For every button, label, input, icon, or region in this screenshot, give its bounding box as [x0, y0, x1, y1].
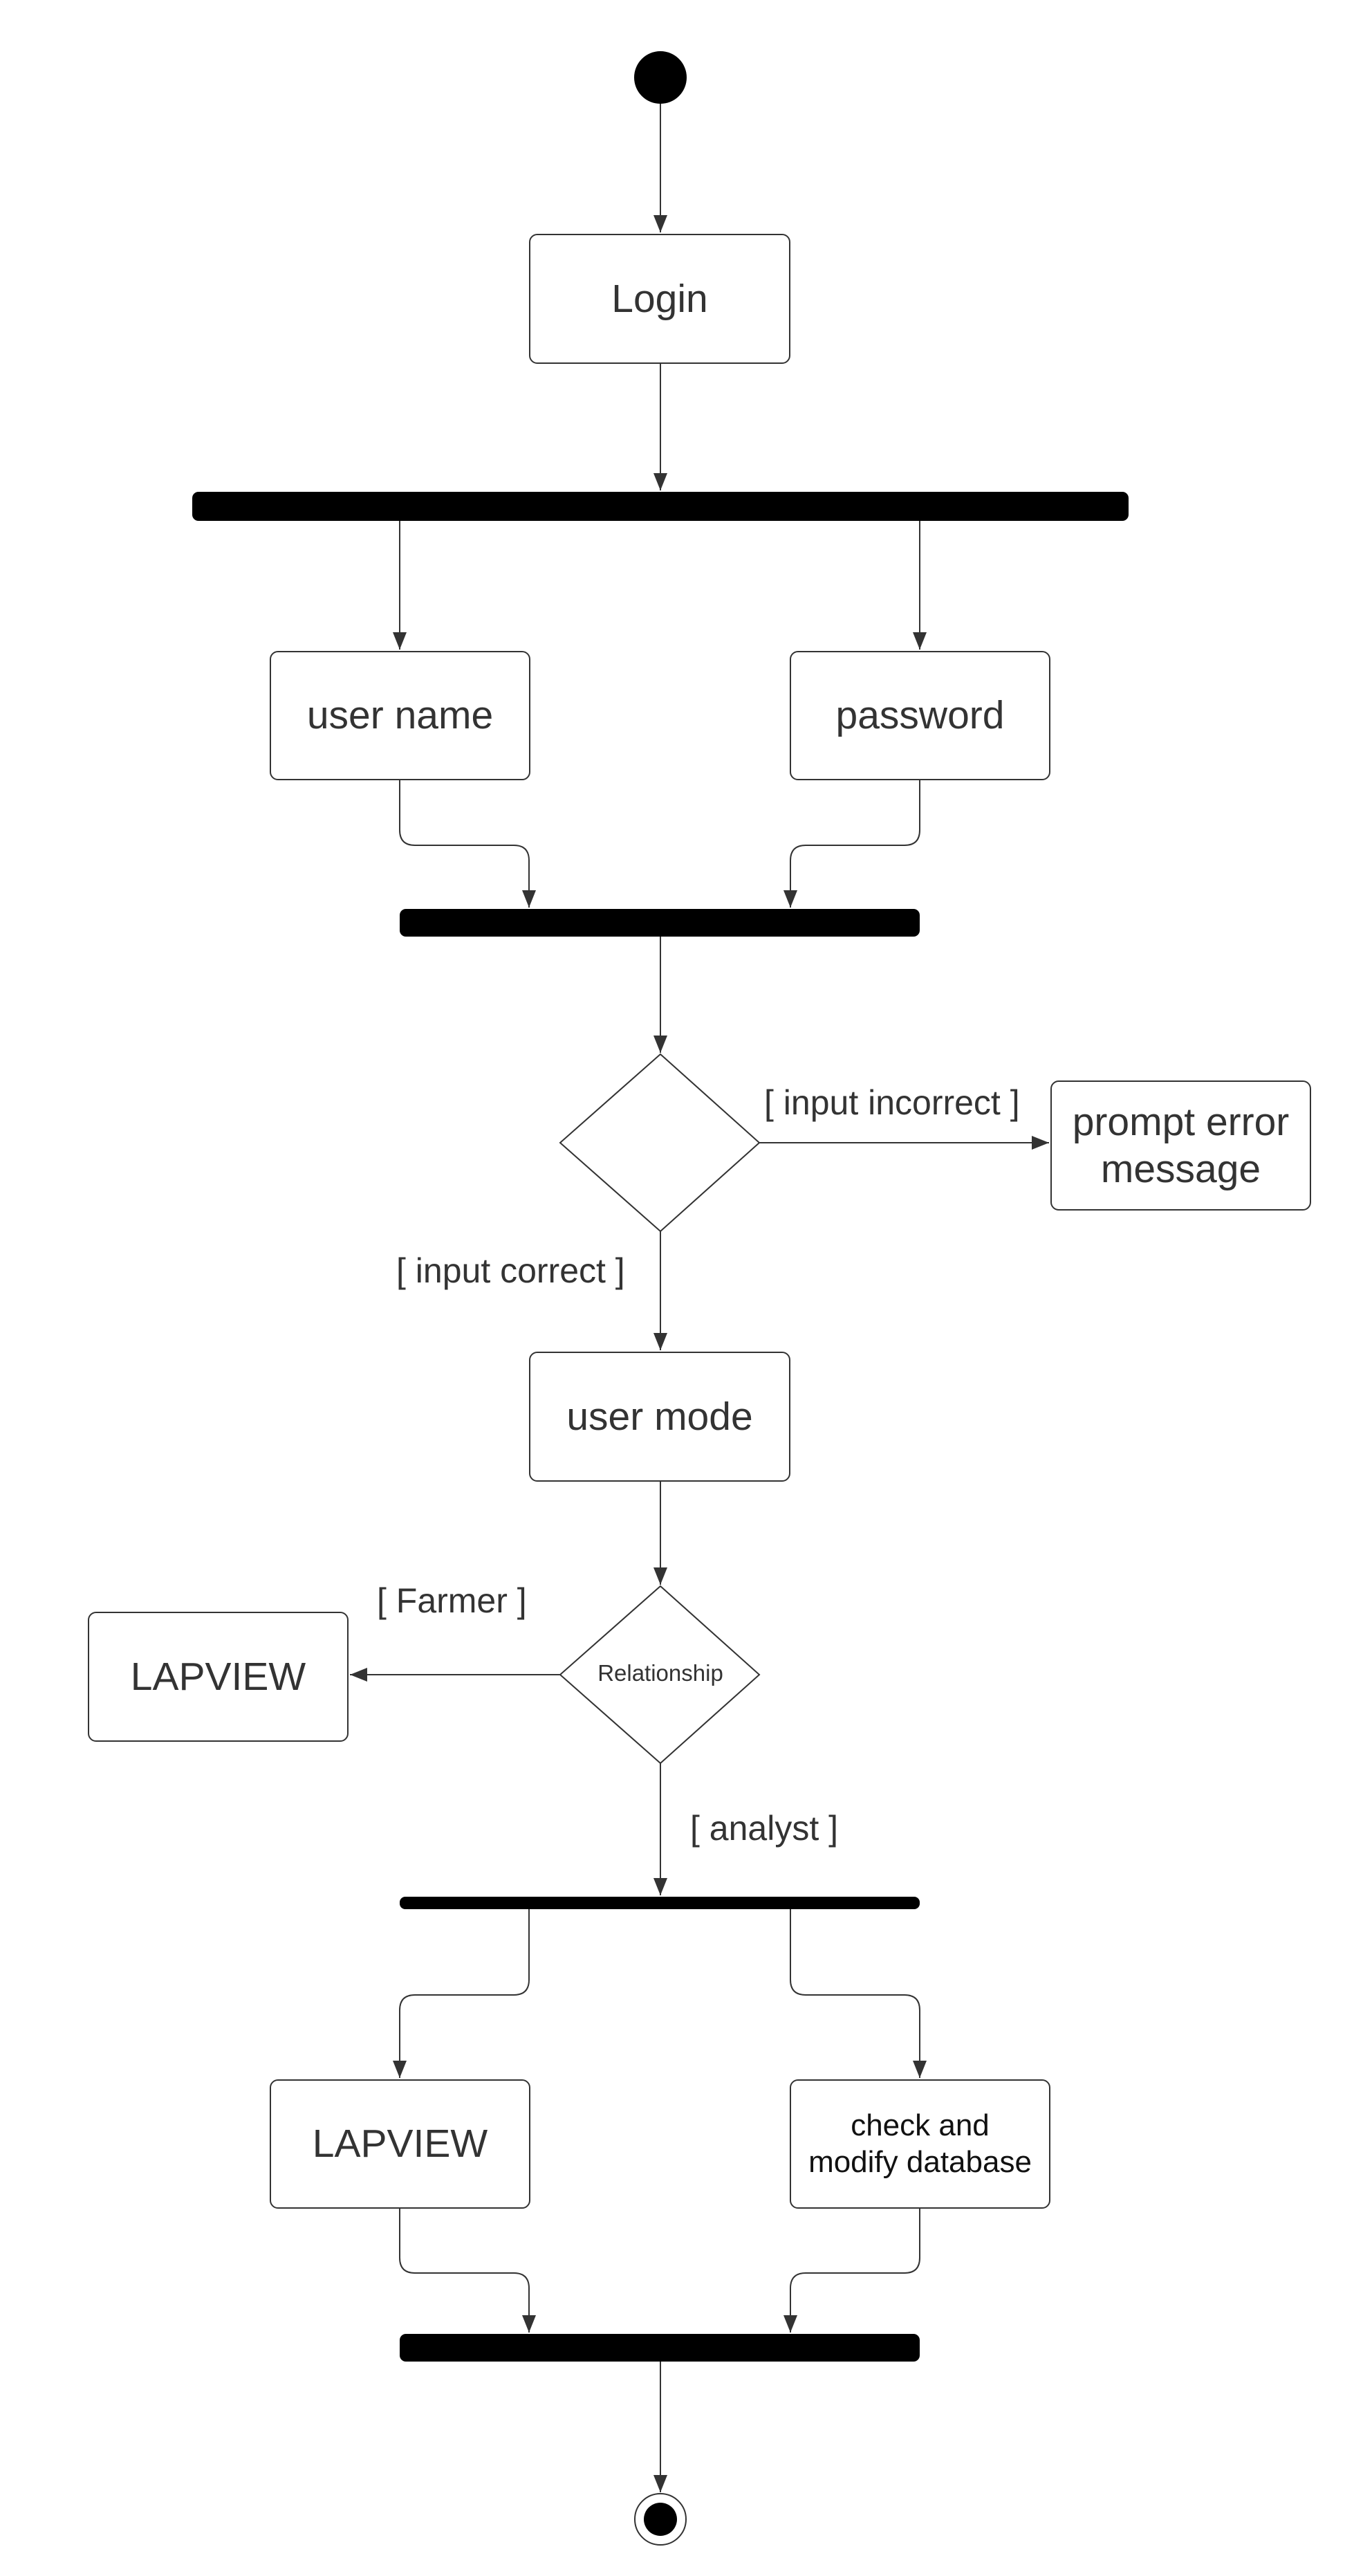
activity-password: password: [790, 651, 1050, 780]
activity-login: Login: [529, 234, 790, 364]
activity-lapview-analyst: LAPVIEW: [270, 2079, 530, 2209]
fork-bar-1: [192, 492, 1129, 521]
activity-password-label: password: [835, 693, 1005, 738]
guard-farmer: [ Farmer ]: [377, 1581, 527, 1620]
flow-fork-to-lapview-analyst: [393, 1909, 530, 2078]
activity-login-label: Login: [611, 276, 708, 321]
guard-analyst: [ analyst ]: [690, 1809, 838, 1848]
activity-prompt-error-label-line1: prompt error: [1072, 1099, 1290, 1144]
flow-username-to-join: [399, 780, 536, 908]
guard-input-correct: [ input correct ]: [396, 1251, 625, 1290]
activity-user-name: user name: [270, 651, 530, 780]
activity-check-modify-label-line1: check and: [851, 2108, 990, 2142]
flow-password-to-join: [783, 780, 920, 908]
guard-input-incorrect: [ input incorrect ]: [764, 1083, 1020, 1122]
activity-user-name-label: user name: [306, 693, 494, 738]
flow-check-modify-to-join: [783, 2208, 920, 2333]
decision-input-check: [559, 1053, 761, 1233]
decision-relationship-label: Relationship: [597, 1660, 723, 1686]
activity-lapview-analyst-label: LAPVIEW: [312, 2122, 488, 2166]
activity-lapview-farmer: LAPVIEW: [88, 1612, 349, 1742]
activity-user-mode: user mode: [529, 1352, 790, 1482]
join-bar-1: [400, 909, 920, 937]
activity-check-modify-database: check and modify database: [790, 2079, 1050, 2209]
final-node-core: [644, 2503, 677, 2536]
join-bar-2: [400, 2334, 920, 2362]
activity-user-mode-label: user mode: [566, 1394, 753, 1439]
activity-check-modify-label-line2: modify database: [808, 2144, 1032, 2179]
flow-lapview-to-join: [399, 2208, 536, 2333]
activity-prompt-error-label-line2: message: [1100, 1147, 1261, 1191]
activity-prompt-error-message: prompt error message: [1050, 1080, 1311, 1211]
flow-fork-to-check-modify: [790, 1909, 927, 2078]
initial-node: [634, 51, 687, 104]
activity-lapview-farmer-label: LAPVIEW: [130, 1654, 306, 1699]
fork-bar-2: [400, 1897, 920, 1909]
